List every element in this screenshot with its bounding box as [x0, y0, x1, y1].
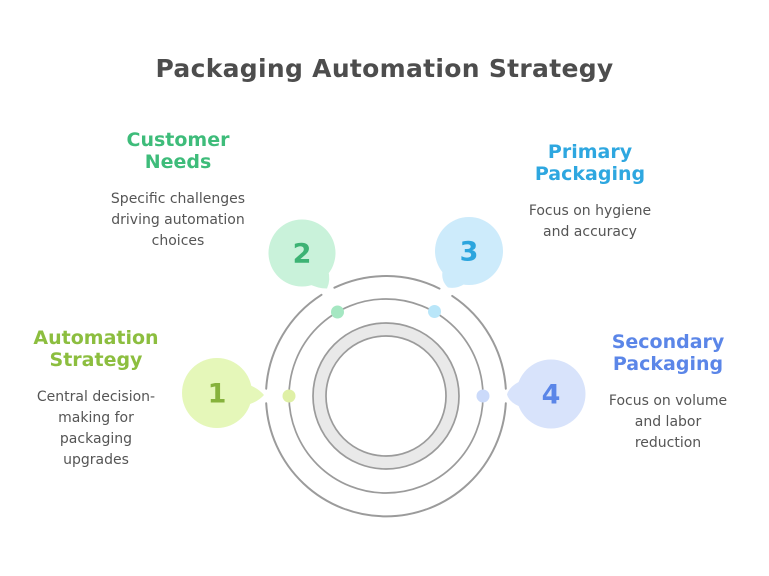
center-ring-outer-edge [312, 322, 460, 470]
center-ring-fill [313, 323, 459, 469]
orbit-dot-4 [476, 389, 490, 403]
bubble-number: 4 [542, 380, 561, 411]
desc-line: Focus on volume [608, 393, 728, 409]
bubble-circle [182, 358, 252, 428]
desc-line: and accuracy [543, 224, 637, 240]
heading-line: Packaging [612, 353, 724, 375]
node-heading: Secondary Packaging [568, 331, 768, 375]
desc-line: reduction [634, 435, 702, 451]
heading-line: Automation [33, 327, 159, 349]
desc-line: making for [58, 410, 134, 426]
outer-orbit-circle [265, 275, 507, 518]
desc-line: choices [151, 233, 205, 249]
heading-line: Needs [144, 151, 212, 173]
bubble-circle [435, 217, 503, 285]
bubble-circle [268, 219, 336, 287]
center-ring-inner-edge [325, 335, 447, 457]
node-label-primary-packaging: Primary Packaging Focus on hygiene and a… [480, 141, 700, 243]
desc-line: and labor [634, 414, 702, 430]
node-description: Focus on volume and labor reduction [568, 391, 768, 454]
desc-line: packaging [59, 431, 133, 447]
desc-line: upgrades [63, 452, 129, 468]
node-bubble-1: 1 [182, 358, 264, 428]
node-heading: Automation Strategy [0, 327, 192, 371]
node-bubble-4: 4 [507, 359, 586, 429]
heading-line: Packaging [534, 163, 646, 185]
bubble-number: 1 [208, 379, 227, 410]
node-description: Central decision- making for packaging u… [0, 387, 192, 471]
node-label-automation-strategy: Automation Strategy Central decision- ma… [0, 327, 192, 471]
node-bubble-3: 3 [435, 217, 503, 288]
page-title: Packaging Automation Strategy [155, 54, 614, 83]
node-bubble-2: 2 [268, 219, 336, 289]
node-heading: Customer Needs [68, 129, 288, 173]
heading-line: Secondary [611, 331, 725, 353]
node-label-secondary-packaging: Secondary Packaging Focus on volume and … [568, 331, 768, 454]
center-ring [312, 322, 460, 470]
bubble-circle [516, 359, 586, 429]
bubble-number: 2 [293, 239, 312, 270]
heading-line: Strategy [49, 349, 143, 371]
node-label-customer-needs: Customer Needs Specific challenges drivi… [68, 129, 288, 252]
orbit-dot-3 [428, 305, 441, 318]
desc-line: driving automation [111, 212, 245, 228]
node-description: Focus on hygiene and accuracy [480, 201, 700, 243]
heading-line: Primary [547, 141, 633, 163]
heading-line: Customer [126, 129, 230, 151]
desc-line: Specific challenges [110, 191, 246, 207]
bubble-number: 3 [460, 237, 479, 268]
node-heading: Primary Packaging [480, 141, 700, 185]
orbit-dot-1 [282, 389, 296, 403]
desc-line: Focus on hygiene [528, 203, 652, 219]
desc-line: Central decision- [36, 389, 156, 405]
orbit-dot-2 [331, 305, 344, 319]
bubble-tail [507, 381, 520, 407]
node-description: Specific challenges driving automation c… [68, 189, 288, 252]
